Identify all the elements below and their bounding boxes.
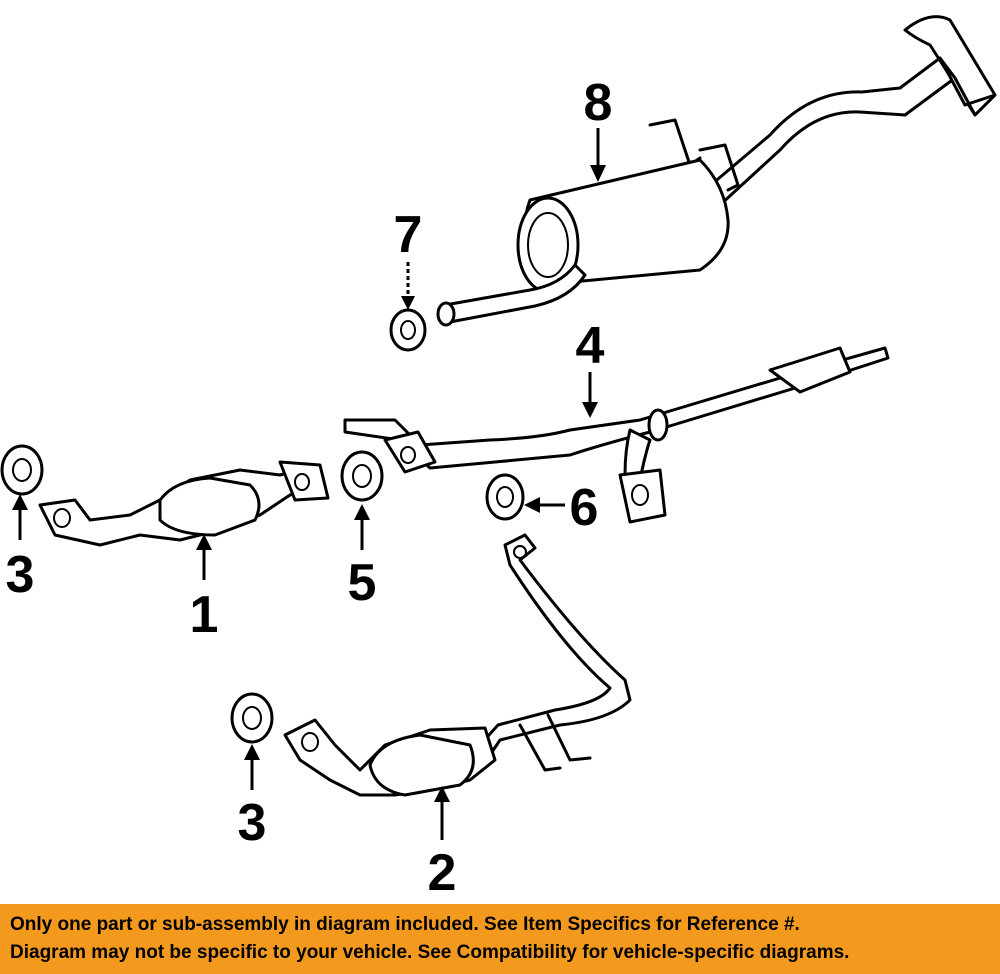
gasket-3-bottom [230,692,274,744]
callout-3-left: 3 [6,546,35,604]
callout-4: 4 [576,317,605,375]
gasket-3-left [0,444,44,496]
callout-8: 8 [584,74,613,132]
catalytic-converter-2 [283,533,632,797]
callout-5: 5 [348,554,377,612]
catalytic-converter-1 [38,460,330,547]
callout-2: 2 [428,844,457,902]
callout-6: 6 [570,479,599,537]
gasket-5 [340,450,384,502]
exhaust-system-diagram: 8 7 4 6 5 [0,15,997,902]
gasket-6 [485,473,525,521]
intermediate-pipe [343,346,890,524]
callout-3-bottom: 3 [238,794,267,852]
muffler-assembly [436,15,997,327]
disclaimer-line-2: Diagram may not be specific to your vehi… [10,942,850,963]
disclaimer-line-1: Only one part or sub-assembly in diagram… [10,914,800,935]
gasket-7 [389,308,427,352]
disclaimer-banner: Only one part or sub-assembly in diagram… [0,904,1000,974]
callout-7: 7 [394,206,423,264]
callout-1: 1 [190,586,219,644]
